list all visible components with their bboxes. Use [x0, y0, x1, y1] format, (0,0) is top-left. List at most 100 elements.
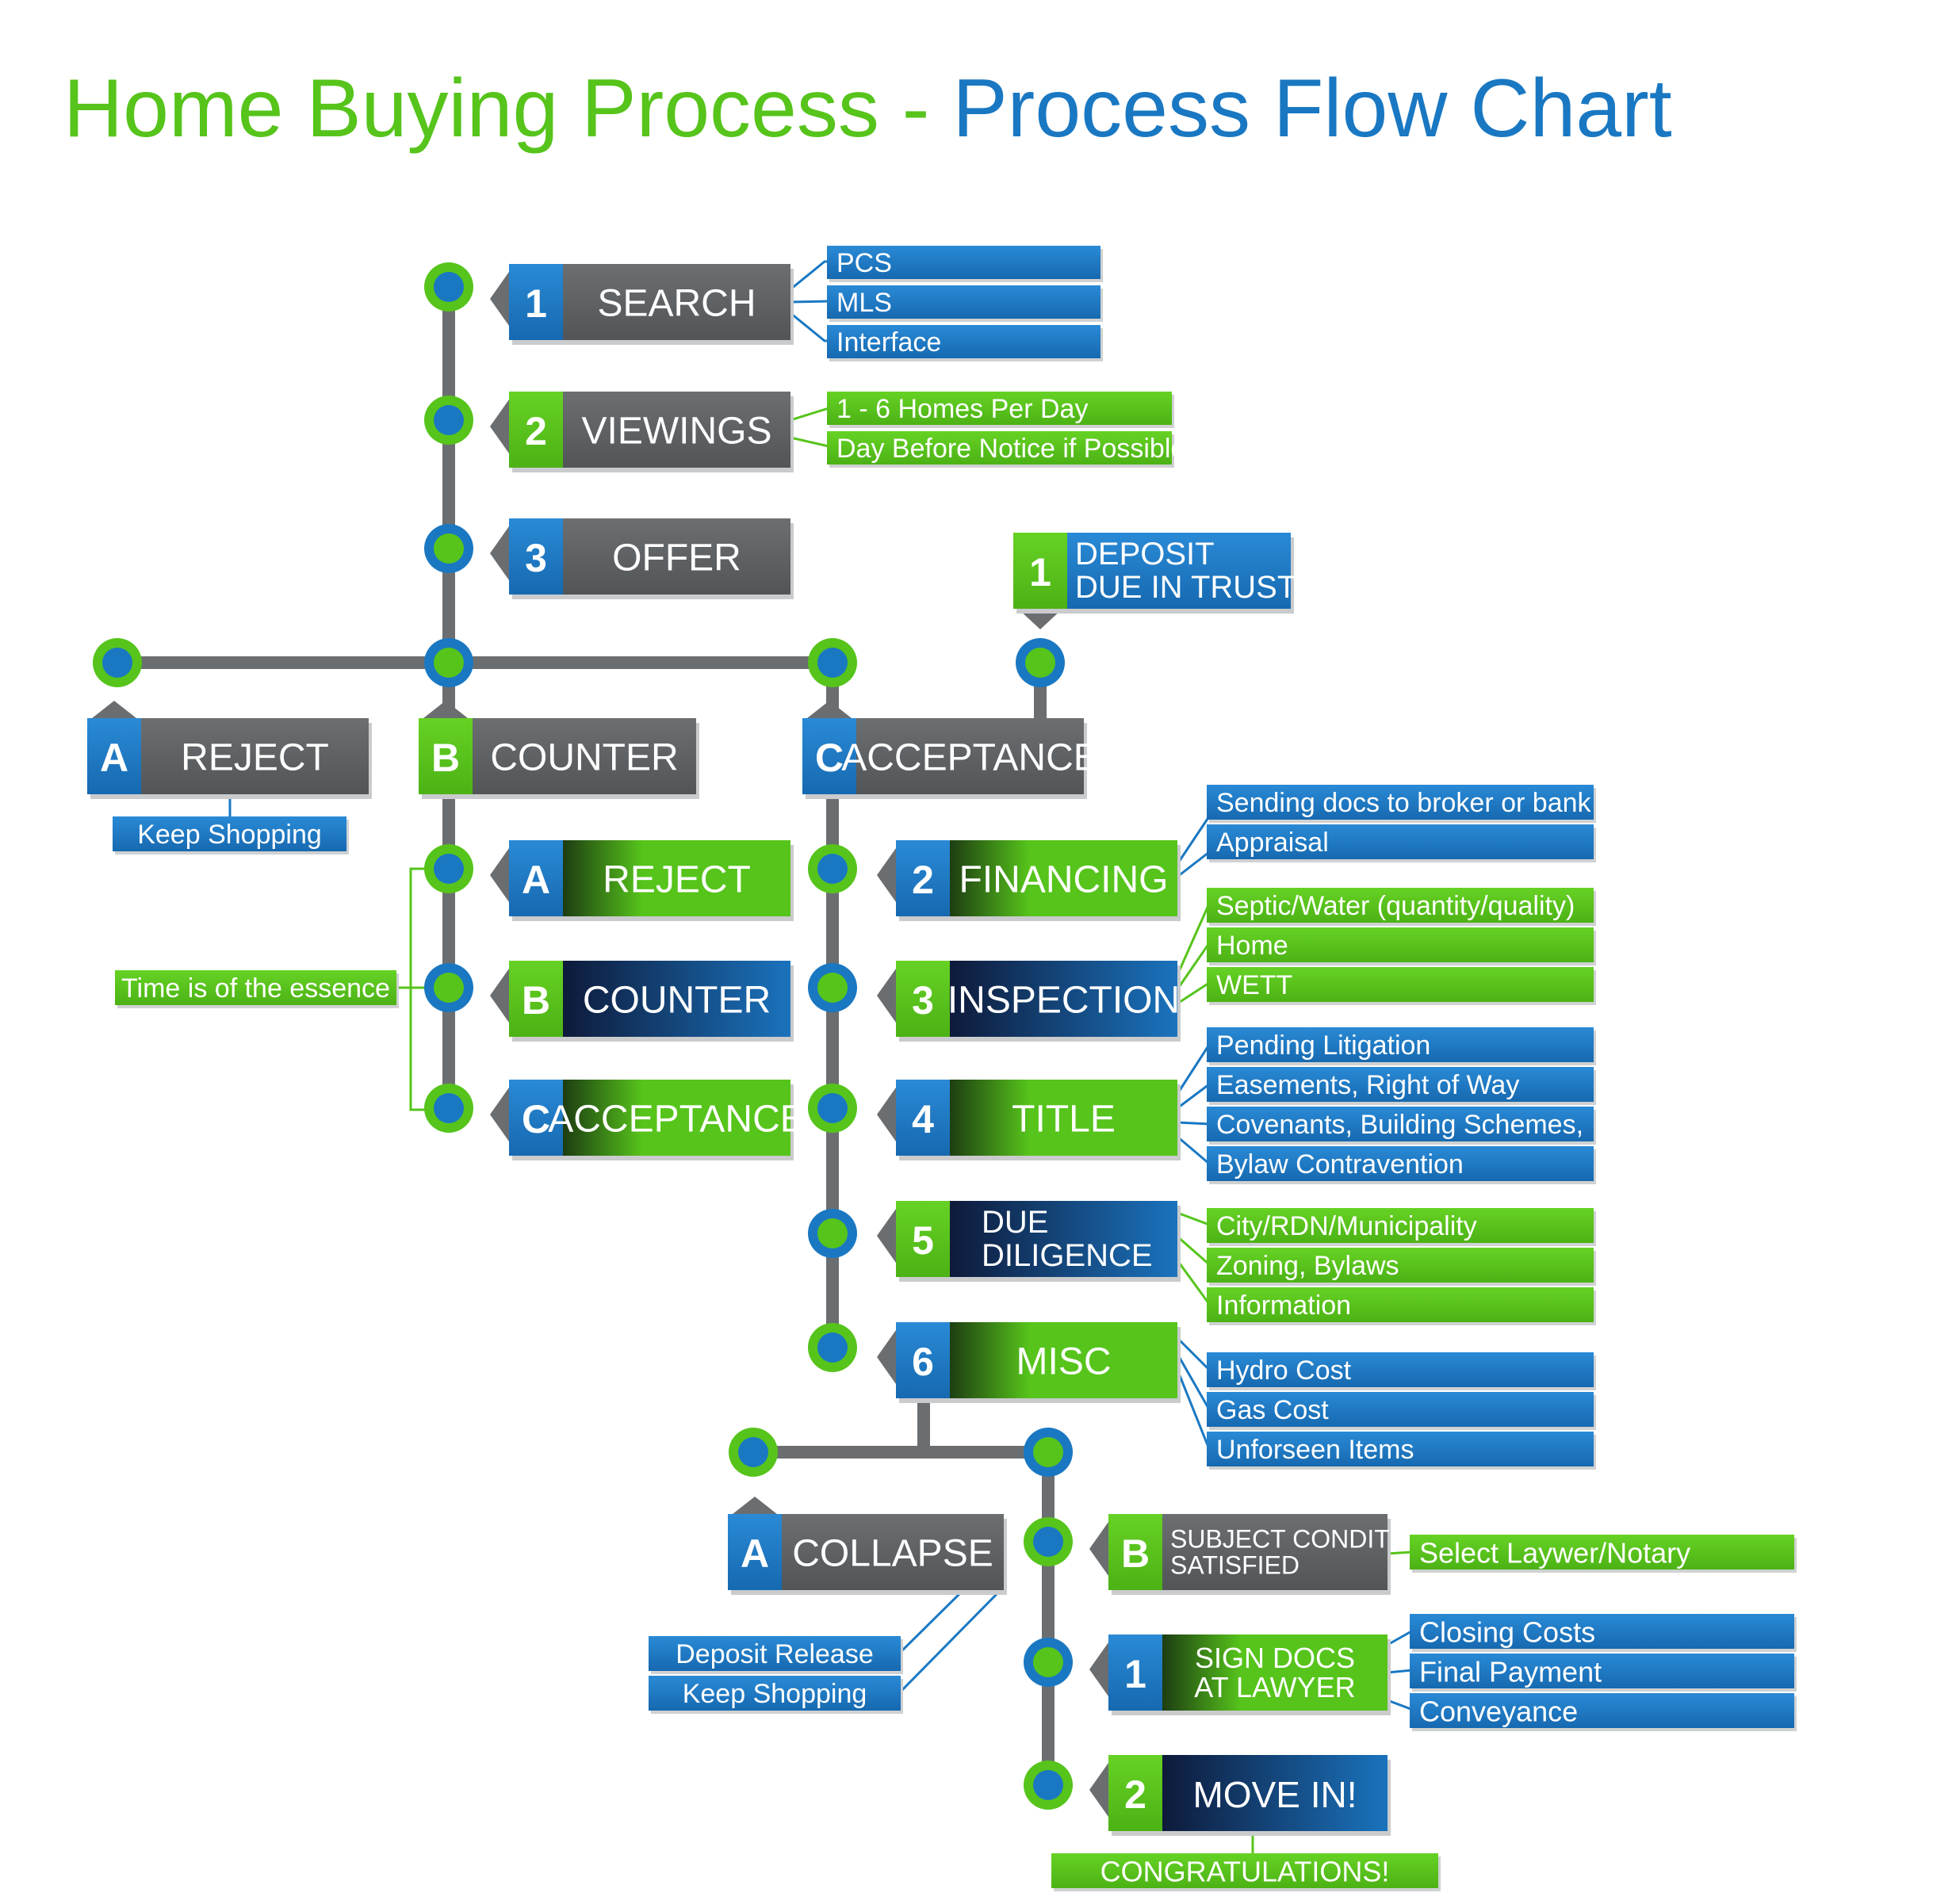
inspection-note-1: Septic/Water (quantity/quality): [1207, 888, 1596, 926]
dd-note-1: City/RDN/Municipality: [1207, 1208, 1596, 1246]
node-core: [434, 973, 464, 1003]
step-label: MOVE IN!: [1192, 1774, 1357, 1815]
viewings-note-2: Day Before Notice if Possible: [827, 431, 1185, 468]
note-fill: [827, 246, 1100, 279]
node-counter-reject: [424, 844, 473, 893]
step-number: 5: [912, 1218, 934, 1263]
step-number: 3: [525, 536, 547, 580]
subject-note: Select Laywer/Notary: [1410, 1535, 1797, 1573]
dd-note-2: Zoning, Bylaws: [1207, 1248, 1596, 1286]
misc-leader-2: [1176, 1353, 1211, 1410]
pointer-arrow: [1089, 1642, 1108, 1696]
note-text: City/RDN/Municipality: [1216, 1211, 1477, 1241]
search-leader-2: [790, 300, 829, 304]
dd-leader-1: [1177, 1211, 1210, 1226]
inspection-leader-3: [1177, 981, 1210, 1005]
step-tab: [509, 1080, 563, 1156]
step-tab: [509, 264, 563, 340]
node-core: [817, 1093, 848, 1123]
node-core: [434, 272, 464, 302]
node-core: [1033, 1647, 1063, 1677]
note-text: Time is of the essence: [121, 973, 390, 1004]
step-label: FINANCING: [959, 859, 1169, 901]
note-fill: [827, 431, 1172, 465]
pointer-arrow: [490, 526, 509, 580]
pointer-arrow: [877, 1088, 896, 1141]
node-circles: [93, 262, 1073, 1810]
note-fill: [1207, 1287, 1594, 1322]
title-note-1: Pending Litigation: [1207, 1027, 1596, 1065]
node-core: [434, 405, 464, 435]
node-collapse: [729, 1428, 778, 1477]
node-financing: [808, 844, 857, 893]
sign-leader-2: [1387, 1669, 1414, 1674]
node-core: [1033, 1770, 1063, 1800]
note-text: Information: [1216, 1290, 1351, 1321]
step-number: B: [522, 978, 550, 1023]
pointer-arrow: [877, 1209, 896, 1263]
note-text: 1 - 6 Homes Per Day: [836, 394, 1088, 424]
node-core: [817, 1218, 848, 1248]
step-number: C: [522, 1097, 550, 1141]
note-text: Appraisal: [1216, 828, 1329, 858]
note-fill: [1207, 785, 1594, 820]
step-label: REJECT: [603, 859, 751, 901]
node-core: [1033, 1527, 1063, 1557]
node-subject: [1024, 1517, 1073, 1566]
note-text: Day Before Notice if Possible: [836, 434, 1185, 464]
inspection-note-2: Home: [1207, 927, 1596, 965]
step-body: [856, 718, 1084, 794]
step-counter-counter: B COUNTER: [490, 961, 794, 1042]
node-move-in: [1024, 1761, 1073, 1810]
step-label-line1: SIGN DOCS: [1195, 1642, 1355, 1674]
note-fill: [1207, 824, 1594, 859]
note-fill: [1410, 1535, 1794, 1569]
note-text: Interface: [836, 327, 941, 357]
step-tab: [1013, 533, 1067, 609]
step-label: COLLAPSE: [792, 1533, 993, 1575]
step-body: [950, 1322, 1177, 1398]
node-inspection: [808, 963, 857, 1012]
step-label: COUNTER: [583, 980, 771, 1022]
note-fill: [1207, 1208, 1594, 1243]
node-core: [434, 1093, 464, 1123]
note-text: Final Payment: [1419, 1656, 1602, 1688]
step-label: SEARCH: [597, 283, 756, 325]
search-leader-1: [790, 260, 829, 291]
financing-note-2: Appraisal: [1207, 824, 1596, 862]
note-text: CONGRATULATIONS!: [1100, 1856, 1390, 1888]
node-counter-counter: [424, 963, 473, 1012]
note-text: WETT: [1216, 970, 1292, 1000]
node-core: [434, 854, 464, 884]
step-number: B: [431, 736, 460, 780]
note-fill: [115, 970, 396, 1005]
note-fill: [827, 285, 1100, 319]
note-text: Septic/Water (quantity/quality): [1216, 891, 1575, 921]
note-text: PCS: [836, 248, 892, 278]
step-body: [563, 840, 790, 916]
inspection-note-3: WETT: [1207, 967, 1596, 1005]
note-text: Sending docs to broker or bank: [1216, 788, 1592, 818]
reject-note: Keep Shopping: [113, 816, 349, 855]
step-label-line2: DILIGENCE: [982, 1238, 1153, 1273]
pointer-arrow: [877, 969, 896, 1023]
step-label: OFFER: [612, 537, 741, 579]
step-tab: [1108, 1514, 1162, 1590]
step-number: C: [815, 736, 844, 780]
step-tab: [419, 718, 473, 794]
step-number: A: [100, 736, 128, 780]
node-search: [424, 262, 473, 312]
search-note-2: MLS: [827, 285, 1103, 322]
step-number: 2: [912, 858, 934, 902]
note-fill: [1207, 1248, 1594, 1283]
title-note-2: Easements, Right of Way: [1207, 1067, 1596, 1105]
note-fill: [1207, 967, 1594, 1002]
node-viewings: [424, 396, 473, 445]
financing-leader-2: [1177, 851, 1210, 878]
node-misc: [808, 1323, 857, 1372]
pointer-arrow: [423, 701, 468, 718]
